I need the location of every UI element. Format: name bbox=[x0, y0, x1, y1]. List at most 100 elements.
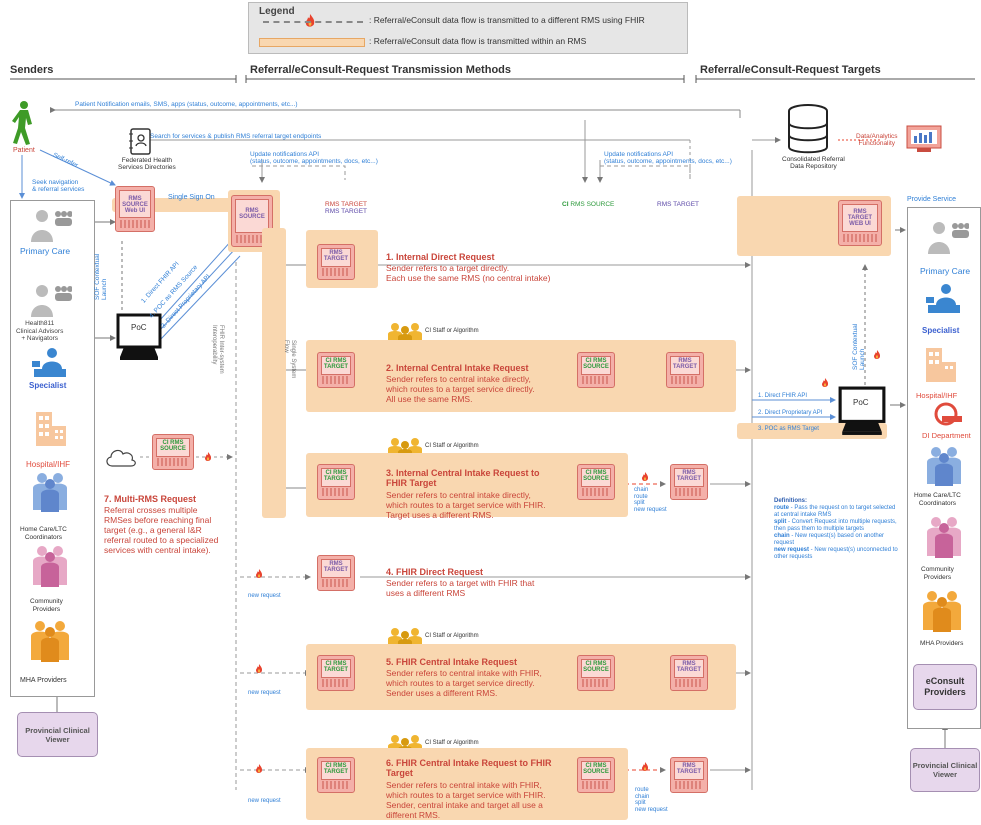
analytics-label: Data/Analytics Functionality bbox=[856, 133, 898, 147]
database-icon bbox=[788, 104, 828, 154]
legend-fhir-line bbox=[263, 21, 363, 23]
row1-rms-target[interactable]: RMS TARGET bbox=[317, 244, 355, 280]
community-label: Community Providers bbox=[30, 598, 63, 613]
update-api-2: Update notifications API (status, outcom… bbox=[604, 151, 732, 165]
analytics-screen-icon bbox=[906, 125, 942, 152]
target-community-icon bbox=[927, 517, 961, 558]
method7-title: 7. Multi-RMS Request bbox=[104, 494, 197, 504]
target-clinical-viewer[interactable]: Provincial Clinical Viewer bbox=[910, 748, 980, 792]
ci-staff-label-2: CI Staff or Algorithm bbox=[425, 328, 479, 334]
ci-staff-label-6: CI Staff or Algorithm bbox=[425, 740, 479, 746]
di-machine-icon bbox=[934, 402, 962, 426]
target-direct-fhir: 1. Direct FHIR API bbox=[758, 393, 808, 399]
legend-title: Legend bbox=[259, 6, 295, 17]
senders-panel bbox=[10, 200, 95, 697]
target-specialist-icon bbox=[926, 284, 960, 313]
mha-label: MHA Providers bbox=[20, 677, 67, 684]
primary-care-icon bbox=[31, 210, 72, 242]
row6-ci-rms-source[interactable]: CI RMS SOURCE bbox=[577, 757, 615, 793]
ci-staff-icon bbox=[388, 323, 422, 342]
method4-text: Sender refers to a target with FHIR that… bbox=[386, 578, 535, 598]
method7-text: Referral crosses multiple RMSes before r… bbox=[104, 505, 219, 555]
target-hospital-label: Hospital/IHF bbox=[916, 391, 958, 400]
mha-icon bbox=[31, 621, 69, 662]
fhir-flame-icon bbox=[641, 472, 649, 482]
primary-care-label: Primary Care bbox=[20, 246, 71, 256]
fhir-flame-icon bbox=[255, 569, 263, 579]
fhir-flame-icon bbox=[641, 762, 649, 772]
provide-service-label: Provide Service bbox=[907, 196, 957, 203]
repository-label: Consolidated Referral Data Repository bbox=[782, 156, 845, 170]
target-mha-icon bbox=[923, 591, 961, 632]
target-mha-label: MHA Providers bbox=[920, 640, 964, 647]
method5-title: 5. FHIR Central Intake Request bbox=[386, 657, 518, 667]
row6-rms-target[interactable]: RMS TARGET bbox=[670, 757, 708, 793]
definitions-block: Definitions: route - Pass the request on… bbox=[774, 498, 898, 560]
rms-source-web[interactable]: RMS SOURCE Web UI bbox=[115, 186, 155, 232]
single-system-flow-label: Single System Flow bbox=[283, 340, 296, 379]
patient-icon bbox=[12, 101, 32, 145]
method2-text: Sender refers to central intake directly… bbox=[386, 374, 535, 404]
method2-title: 2. Internal Central Intake Request bbox=[386, 363, 529, 373]
fhir-flame-icon bbox=[873, 350, 881, 360]
target-hospital-icon bbox=[926, 348, 956, 382]
method6-text: Sender refers to central intake with FHI… bbox=[386, 780, 546, 820]
community-icon bbox=[33, 546, 67, 587]
row5-rms-target[interactable]: RMS TARGET bbox=[670, 655, 708, 691]
health811-icon bbox=[31, 285, 72, 317]
multi-ci-rms-source[interactable]: CI RMS SOURCE bbox=[152, 434, 194, 470]
econsult-providers[interactable]: eConsult Providers bbox=[913, 664, 977, 710]
home-care-label: Home Care/LTC Coordinators bbox=[20, 526, 67, 541]
target-poc-computer-icon[interactable] bbox=[838, 386, 886, 436]
sof-launch-sender: SOF Contextual Launch bbox=[94, 253, 108, 300]
specialist-label: Specialist bbox=[29, 381, 67, 390]
row3-ci-rms-target[interactable]: CI RMS TARGET bbox=[317, 464, 355, 500]
row5-ci-rms-source[interactable]: CI RMS SOURCE bbox=[577, 655, 615, 691]
row6-ci-rms-target[interactable]: CI RMS TARGET bbox=[317, 757, 355, 793]
rms-target-b: RMS TARGET bbox=[325, 208, 368, 215]
seek-nav-label: Seek navigation & referral services bbox=[32, 179, 85, 193]
row5-new-request: new request bbox=[248, 690, 281, 696]
update-api-1: Update notifications API (status, outcom… bbox=[250, 151, 378, 165]
row4-rms-target[interactable]: RMS TARGET bbox=[317, 555, 355, 591]
row3-flow-label: chain route split new request bbox=[634, 487, 667, 513]
rms-target-web-ui[interactable]: RMS TARGET WEB UI bbox=[838, 200, 882, 246]
sso-label: Single Sign On bbox=[168, 194, 215, 201]
fhir-flame-icon bbox=[255, 764, 263, 774]
row5-ci-rms-target[interactable]: CI RMS TARGET bbox=[317, 655, 355, 691]
legend-internal-text: : Referral/eConsult data flow is transmi… bbox=[369, 36, 587, 46]
sender-clinical-viewer[interactable]: Provincial Clinical Viewer bbox=[17, 712, 98, 757]
method3-text: Sender refers to central intake directly… bbox=[386, 490, 546, 520]
row2-ci-rms-source[interactable]: CI RMS SOURCE bbox=[577, 352, 615, 388]
sof-launch-target: SOF Contextual Launch bbox=[852, 323, 866, 370]
poc-label: PoC bbox=[131, 323, 147, 332]
directory-icon bbox=[129, 128, 151, 155]
method6-title: 6. FHIR Central Intake Request to FHIR T… bbox=[386, 758, 552, 778]
rms-target-c: RMS TARGET bbox=[657, 201, 700, 208]
row5-band bbox=[306, 644, 736, 710]
directory-label: Federated Health Services Directories bbox=[118, 157, 176, 171]
row6-new-request: new request bbox=[248, 798, 281, 804]
method4-title: 4. FHIR Direct Request bbox=[386, 567, 484, 577]
hospital-label: Hospital/IHF bbox=[26, 460, 71, 469]
row6-band bbox=[306, 748, 628, 820]
legend-box: Legend : Referral/eConsult data flow is … bbox=[248, 2, 688, 54]
health811-label: Health811 Clinical Advisors + Navigators bbox=[16, 320, 64, 342]
fhir-interop-label: FHIR Inter-system Interoperability bbox=[211, 325, 224, 374]
row3-rms-target[interactable]: RMS TARGET bbox=[670, 464, 708, 500]
row2-ci-rms-target[interactable]: CI RMS TARGET bbox=[317, 352, 355, 388]
row3-ci-rms-source[interactable]: CI RMS SOURCE bbox=[577, 464, 615, 500]
poc-as-target-label: 3. POC as RMS Target bbox=[758, 426, 819, 432]
section-targets: Referral/eConsult-Request Targets bbox=[700, 64, 881, 76]
search-label: Search for services & publish RMS referr… bbox=[150, 133, 322, 140]
home-care-icon bbox=[33, 473, 67, 512]
ci-staff-label-5: CI Staff or Algorithm bbox=[425, 633, 479, 639]
fhir-flame-icon bbox=[255, 664, 263, 674]
target-primary-care-icon bbox=[928, 222, 969, 254]
method1-title: 1. Internal Direct Request bbox=[386, 252, 495, 262]
method1-text: Sender refers to a target directly. Each… bbox=[386, 263, 551, 283]
row2-band bbox=[306, 340, 736, 412]
poc-computer-icon[interactable] bbox=[116, 313, 162, 361]
row2-rms-target[interactable]: RMS TARGET bbox=[666, 352, 704, 388]
